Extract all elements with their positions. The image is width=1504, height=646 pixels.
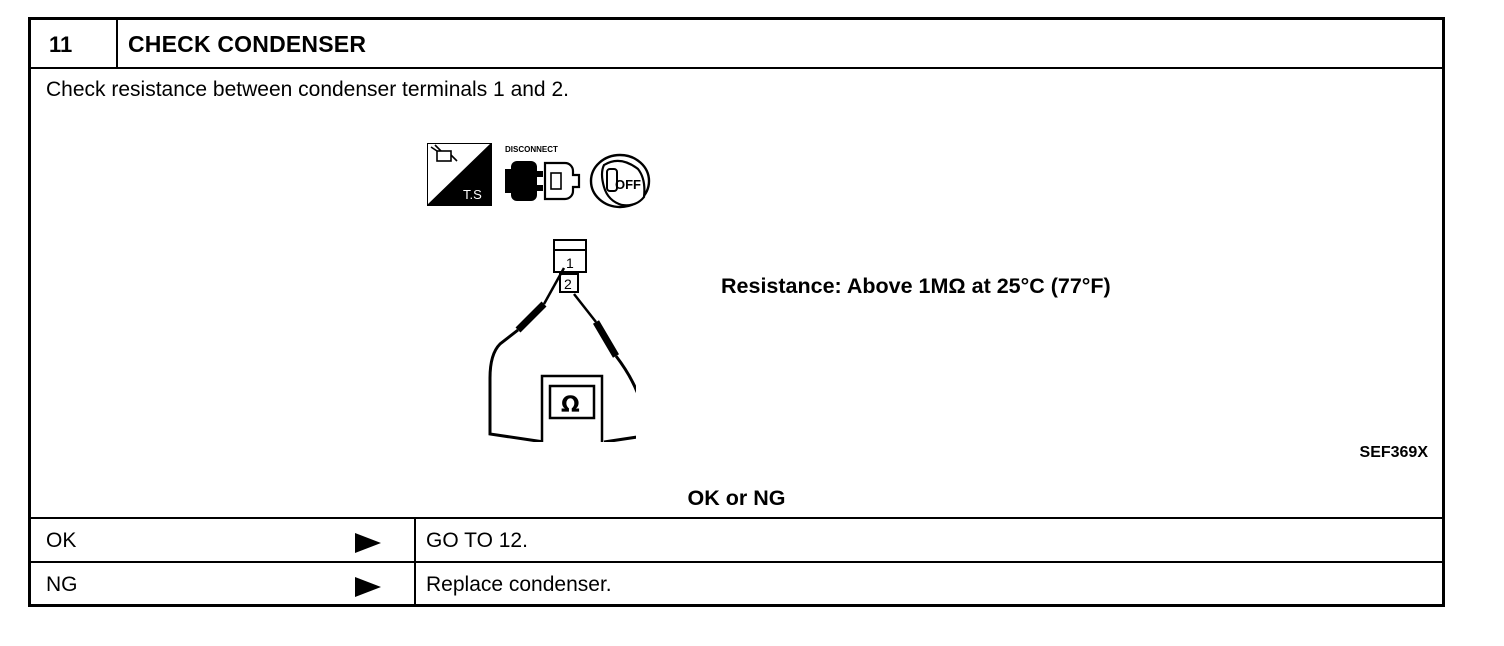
figure-reference: SEF369X: [1359, 444, 1428, 461]
step-title: CHECK CONDENSER: [128, 31, 367, 57]
left-probe-lead: [488, 267, 566, 442]
result-row-ok: OK GO TO 12.: [31, 517, 1442, 561]
ignition-label: OFF: [615, 177, 641, 192]
arrow-right-icon: [355, 533, 381, 553]
column-divider: [414, 519, 416, 561]
result-action: Replace condenser.: [426, 573, 612, 596]
result-row-ng: NG Replace condenser.: [31, 561, 1442, 606]
tester-icon: T.S: [427, 143, 492, 206]
result-label: OK: [46, 529, 77, 552]
column-divider: [414, 563, 416, 606]
step-number: 11: [31, 20, 118, 67]
disconnect-icon: DISCONNECT: [505, 145, 581, 201]
tester-label: T.S: [463, 187, 482, 202]
right-probe-lead: [573, 293, 636, 442]
result-action: GO TO 12.: [426, 529, 528, 552]
decision-title: OK or NG: [687, 486, 786, 510]
diagnostic-step-table: 11 CHECK CONDENSER Check resistance betw…: [28, 17, 1445, 607]
ohmmeter: Ω: [540, 374, 604, 442]
resistance-specification: Resistance: Above 1MΩ at 25°C (77°F): [721, 274, 1111, 298]
disconnect-label: DISCONNECT: [505, 145, 558, 154]
ohm-symbol-icon: Ω: [561, 393, 580, 418]
result-label: NG: [46, 573, 78, 596]
arrow-right-icon: [355, 577, 381, 597]
terminal-2-label: 2: [564, 276, 572, 292]
tool-icons: T.S DISCONNECT OFF: [427, 143, 651, 209]
instruction-text: Check resistance between condenser termi…: [46, 78, 569, 101]
condenser-connector: 1 2: [553, 239, 587, 293]
condenser-resistance-diagram: 1 2 Ω: [488, 239, 636, 442]
ignition-off-icon: OFF: [589, 153, 651, 209]
terminal-1-label: 1: [566, 255, 574, 271]
step-header: 11 CHECK CONDENSER: [31, 20, 1442, 69]
